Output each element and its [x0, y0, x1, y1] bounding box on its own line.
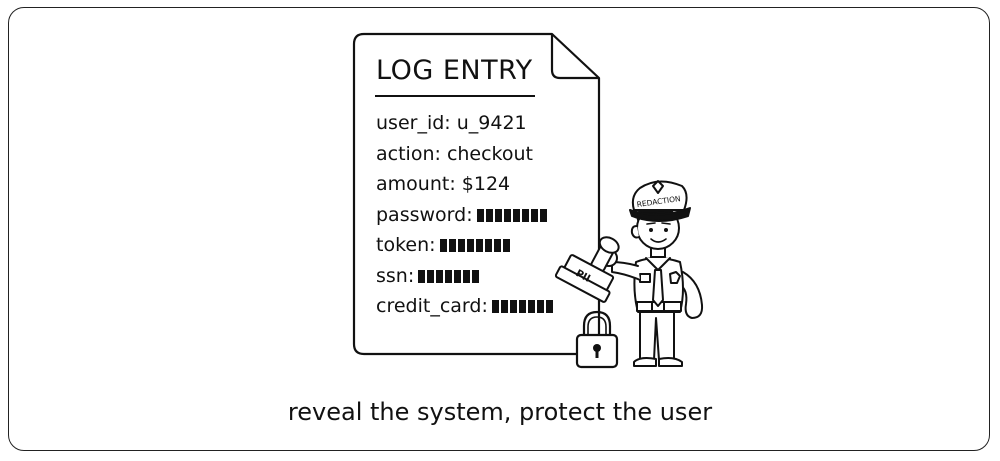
redaction-blocks [418, 269, 480, 283]
redaction-block [503, 208, 511, 222]
redaction-block [512, 208, 520, 222]
field-token: token: [376, 230, 553, 261]
redaction-block [463, 269, 471, 283]
redaction-block [491, 300, 499, 313]
redaction-block [518, 300, 526, 313]
field-key: token [376, 234, 430, 256]
redaction-block [436, 269, 444, 283]
field-credit-card: credit_card: [376, 291, 553, 322]
redaction-block [539, 208, 547, 222]
field-password: password: [376, 200, 553, 231]
redaction-block [536, 300, 544, 313]
redaction-block [545, 300, 553, 313]
field-key: amount [376, 173, 450, 195]
title-underline [375, 95, 535, 97]
padlock-icon [575, 310, 619, 369]
stamp-icon [554, 236, 620, 303]
redaction-block [427, 269, 435, 283]
redaction-block [500, 300, 508, 313]
log-field-list: user_id: u_9421 action: checkout amount:… [376, 108, 553, 322]
redaction-block [509, 300, 517, 313]
redaction-blocks [439, 239, 510, 252]
redaction-block [448, 239, 456, 252]
redaction-block [445, 269, 453, 283]
field-amount: amount: $124 [376, 173, 511, 195]
redaction-block [472, 269, 480, 283]
field-key: credit_card [376, 295, 482, 317]
redaction-block [485, 208, 493, 222]
redaction-block [530, 208, 538, 222]
panel-frame [8, 7, 990, 451]
document-title: LOG ENTRY [376, 55, 533, 86]
field-key: user_id [376, 112, 445, 134]
field-user-id: user_id: u_9421 [376, 112, 527, 134]
field-key: password [376, 203, 467, 226]
field-value: $124 [461, 173, 511, 195]
redaction-block [521, 208, 529, 222]
redaction-block [494, 208, 502, 222]
redaction-block [475, 239, 483, 252]
redaction-block [527, 300, 535, 313]
redaction-block [484, 239, 492, 252]
field-key: ssn [376, 264, 408, 287]
redaction-block [502, 239, 510, 252]
field-key: action [376, 142, 435, 165]
redaction-block [476, 208, 484, 222]
field-action: action: checkout [376, 142, 534, 165]
redaction-blocks [476, 208, 547, 222]
field-value: checkout [446, 142, 534, 165]
redaction-block [439, 239, 447, 252]
field-value: u_9421 [456, 112, 527, 134]
caption: reveal the system, protect the user [287, 398, 713, 426]
officer-icon [600, 180, 704, 367]
redaction-block [493, 239, 501, 252]
redaction-block [418, 269, 426, 283]
redaction-blocks [491, 300, 553, 313]
field-ssn: ssn: [376, 261, 553, 292]
redaction-block [454, 269, 462, 283]
redaction-block [457, 239, 465, 252]
redaction-block [466, 239, 474, 252]
